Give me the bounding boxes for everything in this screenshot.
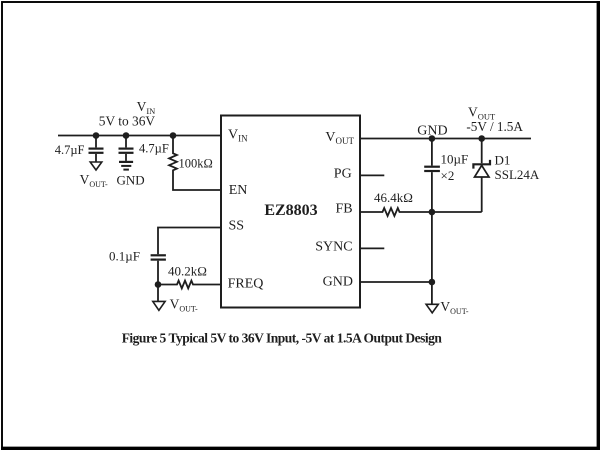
svg-text:VIN: VIN — [228, 128, 248, 144]
svg-text:VOUT-: VOUT- — [80, 172, 108, 189]
svg-text:VIN: VIN — [137, 99, 156, 116]
svg-text:4.7µF: 4.7µF — [139, 142, 169, 156]
svg-text:10µF: 10µF — [441, 152, 469, 167]
svg-text:PG: PG — [334, 167, 352, 182]
svg-text:5V to 36V: 5V to 36V — [99, 113, 156, 128]
svg-text:EN: EN — [229, 183, 248, 198]
svg-text:FREQ: FREQ — [228, 277, 264, 292]
svg-text:46.4kΩ: 46.4kΩ — [374, 190, 413, 205]
svg-text:SYNC: SYNC — [315, 240, 352, 255]
svg-text:VOUT-: VOUT- — [170, 297, 198, 314]
svg-text:D1: D1 — [495, 152, 511, 167]
svg-text:100kΩ: 100kΩ — [179, 157, 213, 171]
svg-text:FB: FB — [335, 202, 352, 217]
svg-text:SS: SS — [229, 219, 245, 234]
svg-text:VOUT: VOUT — [468, 105, 496, 122]
svg-text:4.7µF: 4.7µF — [55, 143, 85, 157]
svg-text:SSL24A: SSL24A — [495, 167, 540, 182]
svg-text:EZ8803: EZ8803 — [264, 202, 317, 219]
svg-text:0.1µF: 0.1µF — [109, 248, 140, 263]
svg-text:Figure 5 Typical 5V to 36V Inp: Figure 5 Typical 5V to 36V Input, -5V at… — [122, 331, 443, 346]
svg-text:VOUT: VOUT — [325, 130, 354, 146]
svg-text:GND: GND — [117, 173, 145, 188]
svg-text:-5V / 1.5A: -5V / 1.5A — [466, 119, 523, 134]
svg-text:GND: GND — [323, 275, 353, 290]
svg-text:40.2kΩ: 40.2kΩ — [168, 264, 207, 279]
svg-text:GND: GND — [417, 124, 447, 139]
svg-text:×2: ×2 — [441, 168, 455, 183]
svg-text:VOUT-: VOUT- — [440, 299, 468, 316]
